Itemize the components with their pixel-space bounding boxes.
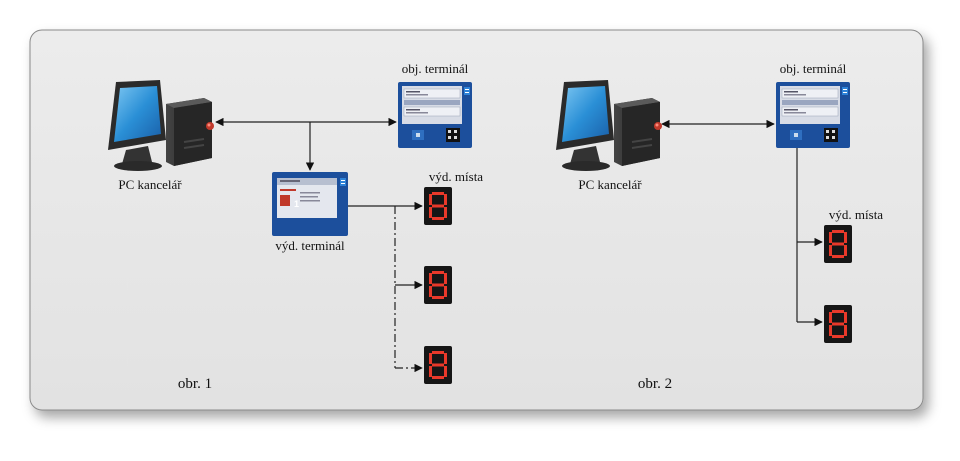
figure-1: PC kancelář obj. terminál 1 výd. terminá… <box>107 61 483 392</box>
dispense-points-label-2: výd. místa <box>829 207 883 222</box>
display-2-2-icon <box>824 305 852 343</box>
order-terminal-icon-2 <box>775 81 851 149</box>
dispense-terminal-icon <box>272 172 348 236</box>
order-terminal-label-2: obj. terminál <box>780 61 847 76</box>
display-1-icon <box>424 187 452 225</box>
pc-label-2: PC kancelář <box>578 177 642 192</box>
order-terminal-label: obj. terminál <box>402 61 469 76</box>
figure-2: PC kancelář obj. terminál výd. místa obr… <box>555 61 883 392</box>
figure-2-caption: obr. 2 <box>638 376 672 392</box>
display-2-icon <box>424 266 452 304</box>
display-2-1-icon <box>824 225 852 263</box>
dispense-terminal-badge: 1 <box>294 199 299 209</box>
figure-1-caption: obr. 1 <box>178 376 212 392</box>
dispense-terminal-label: výd. terminál <box>275 238 345 253</box>
pc-label: PC kancelář <box>118 177 182 192</box>
display-3-icon <box>424 346 452 384</box>
dispense-points-label: výd. místa <box>429 169 483 184</box>
order-terminal-icon <box>397 81 473 149</box>
